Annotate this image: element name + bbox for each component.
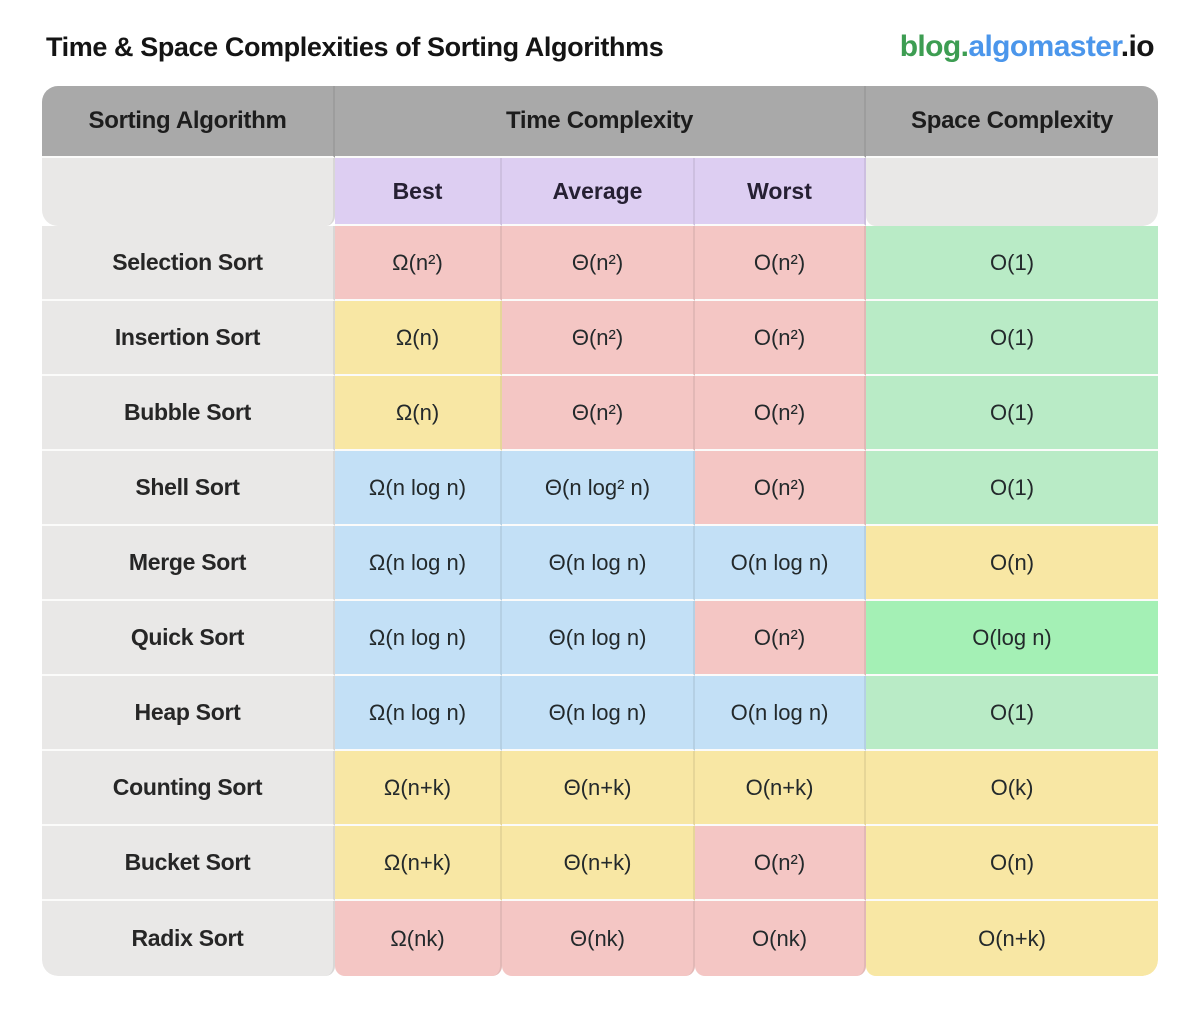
algorithm-name: Radix Sort: [42, 901, 335, 976]
brand-dot2: .: [1120, 30, 1129, 63]
complexity-cell: Ω(n²): [335, 226, 502, 301]
table-row: Insertion Sort Ω(n) Θ(n²) O(n²) O(1): [42, 301, 1158, 376]
table-row: Bucket Sort Ω(n+k) Θ(n+k) O(n²) O(n): [42, 826, 1158, 901]
complexity-table-container: Sorting Algorithm Time Complexity Space …: [42, 86, 1158, 976]
complexity-cell: Ω(n log n): [335, 451, 502, 526]
algorithm-name: Bucket Sort: [42, 826, 335, 901]
brand-blog: blog: [899, 30, 962, 63]
complexity-cell: Θ(n log n): [502, 526, 695, 601]
header-space-complexity: Space Complexity: [866, 86, 1158, 158]
complexity-cell: O(1): [866, 226, 1158, 301]
table-row: Shell Sort Ω(n log n) Θ(n log² n) O(n²) …: [42, 451, 1158, 526]
subheader-row: Best Average Worst: [42, 158, 1158, 226]
table-body: Selection Sort Ω(n²) Θ(n²) O(n²) O(1) In…: [42, 226, 1158, 976]
algorithm-name: Heap Sort: [42, 676, 335, 751]
complexity-cell: Ω(n): [335, 301, 502, 376]
complexity-cell: Θ(n log n): [502, 676, 695, 751]
brand-dot1: .: [960, 30, 969, 63]
complexity-cell: Ω(nk): [335, 901, 502, 976]
table-row: Radix Sort Ω(nk) Θ(nk) O(nk) O(n+k): [42, 901, 1158, 976]
complexity-cell: Θ(n²): [502, 226, 695, 301]
complexity-cell: Θ(n²): [502, 301, 695, 376]
complexity-cell: Ω(n log n): [335, 676, 502, 751]
header-row: Sorting Algorithm Time Complexity Space …: [42, 86, 1158, 158]
table-row: Quick Sort Ω(n log n) Θ(n log n) O(n²) O…: [42, 601, 1158, 676]
complexity-cell: O(n log n): [695, 676, 867, 751]
header-sorting-algorithm: Sorting Algorithm: [42, 86, 335, 158]
complexity-cell: Θ(nk): [502, 901, 695, 976]
complexity-cell: Ω(n log n): [335, 601, 502, 676]
complexity-cell: O(n²): [695, 301, 867, 376]
complexity-cell: O(n²): [695, 451, 867, 526]
complexity-cell: Θ(n+k): [502, 826, 695, 901]
complexity-cell: O(k): [866, 751, 1158, 826]
table-row: Bubble Sort Ω(n) Θ(n²) O(n²) O(1): [42, 376, 1158, 451]
complexity-cell: O(1): [866, 376, 1158, 451]
complexity-cell: Θ(n log n): [502, 601, 695, 676]
complexity-cell: Θ(n+k): [502, 751, 695, 826]
subheader-best: Best: [335, 158, 502, 226]
table-row: Heap Sort Ω(n log n) Θ(n log n) O(n log …: [42, 676, 1158, 751]
complexity-cell: O(1): [866, 451, 1158, 526]
complexity-cell: Ω(n): [335, 376, 502, 451]
complexity-cell: O(n log n): [695, 526, 867, 601]
subheader-average: Average: [502, 158, 695, 226]
infographic: Time & Space Complexities of Sorting Alg…: [42, 24, 1158, 976]
brand-logo: blog.algomaster.io: [899, 30, 1155, 64]
table-row: Selection Sort Ω(n²) Θ(n²) O(n²) O(1): [42, 226, 1158, 301]
complexity-cell: Ω(n log n): [335, 526, 502, 601]
subheader-worst: Worst: [695, 158, 867, 226]
algorithm-name: Insertion Sort: [42, 301, 335, 376]
complexity-cell: O(n): [866, 826, 1158, 901]
algorithm-name: Shell Sort: [42, 451, 335, 526]
table-row: Counting Sort Ω(n+k) Θ(n+k) O(n+k) O(k): [42, 751, 1158, 826]
complexity-cell: Θ(n log² n): [502, 451, 695, 526]
table-row: Merge Sort Ω(n log n) Θ(n log n) O(n log…: [42, 526, 1158, 601]
complexity-cell: O(n): [866, 526, 1158, 601]
complexity-table: Sorting Algorithm Time Complexity Space …: [42, 86, 1158, 976]
complexity-cell: Ω(n+k): [335, 751, 502, 826]
complexity-cell: Θ(n²): [502, 376, 695, 451]
complexity-cell: O(n²): [695, 826, 867, 901]
brand-tld: io: [1128, 30, 1155, 63]
algorithm-name: Merge Sort: [42, 526, 335, 601]
algorithm-name: Selection Sort: [42, 226, 335, 301]
algorithm-name: Quick Sort: [42, 601, 335, 676]
complexity-cell: Ω(n+k): [335, 826, 502, 901]
complexity-cell: O(n²): [695, 601, 867, 676]
brand-domain: algomaster: [968, 30, 1121, 63]
subheader-spacer-left: [42, 158, 335, 226]
top-bar: Time & Space Complexities of Sorting Alg…: [42, 24, 1158, 86]
complexity-cell: O(n²): [695, 376, 867, 451]
complexity-cell: O(n²): [695, 226, 867, 301]
complexity-cell: O(log n): [866, 601, 1158, 676]
complexity-cell: O(n+k): [695, 751, 867, 826]
subheader-spacer-right: [866, 158, 1158, 226]
page-title: Time & Space Complexities of Sorting Alg…: [46, 31, 664, 62]
complexity-cell: O(1): [866, 676, 1158, 751]
algorithm-name: Counting Sort: [42, 751, 335, 826]
complexity-cell: O(n+k): [866, 901, 1158, 976]
algorithm-name: Bubble Sort: [42, 376, 335, 451]
complexity-cell: O(1): [866, 301, 1158, 376]
complexity-cell: O(nk): [695, 901, 867, 976]
header-time-complexity: Time Complexity: [335, 86, 867, 158]
